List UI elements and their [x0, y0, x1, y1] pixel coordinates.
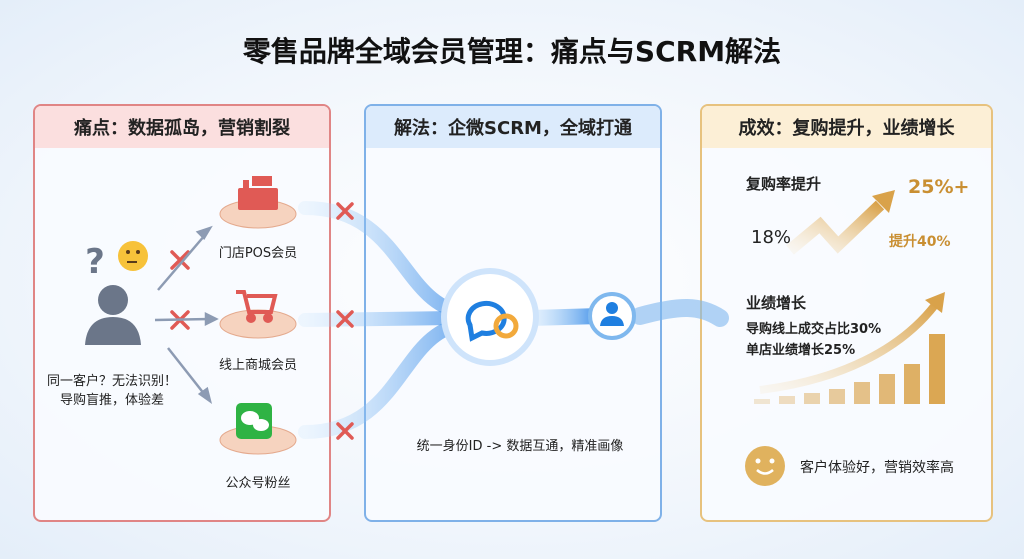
wechat-icon [236, 403, 272, 439]
solution-caption: 统一身份ID -> 数据互通，精准画像 [416, 439, 624, 454]
customer-arrows [154, 225, 219, 404]
channel-wechat: 公众号粉丝 [225, 476, 291, 491]
growth-bar [904, 364, 920, 404]
growth-line-2: 单店业绩增长25% [746, 343, 856, 358]
smiley-icon [745, 446, 785, 486]
repurchase-from: 18% [751, 227, 792, 248]
repurchase-to: 25%+ [908, 176, 970, 198]
thinking-emoji-icon [118, 241, 148, 271]
growth-arrow-head [925, 292, 945, 313]
repurchase-lift: 提升40% [889, 234, 951, 250]
mall-disc [219, 309, 297, 339]
repurchase-title: 复购率提升 [746, 175, 822, 193]
growth-bar [854, 382, 870, 404]
repurchase-arrow [786, 200, 885, 255]
shopping-cart-icon [236, 290, 278, 323]
customer-person-icon [85, 285, 141, 345]
question-mark-icon: ? [85, 242, 105, 282]
growth-bars [754, 334, 945, 404]
data-flow-streams [298, 201, 729, 439]
growth-bar [879, 374, 895, 404]
growth-title: 业绩增长 [746, 294, 807, 312]
result-panel: 成效：复购提升，业绩增长 [700, 104, 993, 522]
growth-bar [779, 396, 795, 404]
growth-bar [829, 389, 845, 404]
growth-line-1: 导购线上成交占比30% [746, 322, 882, 337]
result-header: 成效：复购提升，业绩增长 [702, 106, 991, 148]
unified-user-icon [600, 302, 624, 326]
pain-header: 痛点：数据孤岛，营销割裂 [35, 106, 329, 148]
scrm-hub [441, 268, 539, 366]
result-footer: 客户体验好，营销效率高 [800, 460, 954, 476]
growth-bar [929, 334, 945, 404]
repurchase-arrow-head [872, 190, 895, 213]
channel-pos: 门店POS会员 [218, 246, 298, 261]
growth-bar [754, 399, 770, 404]
wecom-chat-icon [465, 300, 519, 342]
growth-arrow [759, 302, 939, 394]
customer-text-1: 同一客户？无法识别！ [46, 374, 178, 389]
growth-bar [804, 393, 820, 404]
page-title: 零售品牌全域会员管理：痛点与SCRM解法 [242, 35, 782, 68]
solution-header: 解法：企微SCRM，全域打通 [366, 106, 660, 148]
channel-mall: 线上商城会员 [218, 358, 298, 373]
customer-text-2: 导购盲推，体验差 [59, 393, 165, 408]
pos-register-icon [238, 176, 278, 210]
